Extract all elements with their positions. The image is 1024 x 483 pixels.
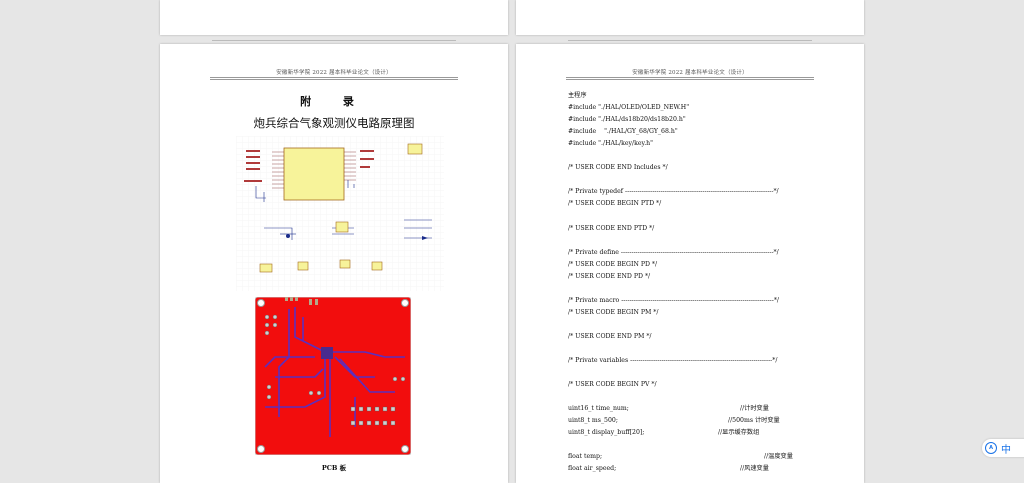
code-text: float temp; xyxy=(568,453,603,461)
code-text: /* USER CODE END PD */ xyxy=(568,272,651,280)
code-text: #include "./HAL/GY_68/GY_68.h" xyxy=(568,128,678,136)
code-text: uint8_t ms_500; xyxy=(568,417,618,425)
code-line: /* USER CODE BEGIN PTD */ xyxy=(568,198,828,210)
code-text: #include "./HAL/key/key.h" xyxy=(568,140,653,148)
code-line: /* USER CODE BEGIN PD */ xyxy=(568,259,828,271)
code-line: #include "./HAL/GY_68/GY_68.h" xyxy=(568,126,828,138)
code-line xyxy=(568,319,828,331)
code-text: /* USER CODE BEGIN PD */ xyxy=(568,260,658,268)
code-comment: //风速变量 xyxy=(740,465,769,473)
code-line: uint8_t ms_500; //500ms 计时变量 xyxy=(568,415,828,427)
code-line: /* Private variables -------------------… xyxy=(568,355,828,367)
code-line xyxy=(568,174,828,186)
translate-icon[interactable]: A xyxy=(985,442,997,454)
code-line xyxy=(568,391,828,403)
code-line xyxy=(568,210,828,222)
code-line: float temp; //温度变量 xyxy=(568,451,828,463)
pcb-board-image xyxy=(255,297,411,455)
previous-page-left xyxy=(160,0,508,41)
code-line: #include "./HAL/OLED/OLED_NEW.H" xyxy=(568,102,828,114)
code-line: 主程序 xyxy=(568,90,828,102)
code-text: float air_speed; xyxy=(568,465,617,473)
code-text: /* USER CODE BEGIN PM */ xyxy=(568,308,659,316)
code-comment: //计时变量 xyxy=(740,405,769,413)
code-text: /* USER CODE END PM */ xyxy=(568,332,652,340)
code-listing: 主程序 #include "./HAL/OLED/OLED_NEW.H" #incl… xyxy=(568,90,828,476)
header-rule xyxy=(566,77,814,80)
code-line: /* Private macro -----------------------… xyxy=(568,295,828,307)
code-line xyxy=(568,367,828,379)
code-line: float air_speed; //风速变量 xyxy=(568,463,828,475)
running-header: 安徽新华学院 2022 届本科毕业论文（设计） xyxy=(632,70,748,76)
code-text: /* Private macro -----------------------… xyxy=(568,296,780,304)
code-line: /* Private typedef ---------------------… xyxy=(568,186,828,198)
code-text: 主程序 xyxy=(568,92,587,99)
figure-title: 炮兵综合气象观测仪电路原理图 xyxy=(253,116,415,130)
code-comment: //显示缓存数组 xyxy=(718,429,760,437)
running-header: 安徽新华学院 2022 届本科毕业论文（设计） xyxy=(276,70,392,76)
code-text: /* USER CODE BEGIN PV */ xyxy=(568,381,657,389)
code-line: #include "./HAL/ds18b20/ds18b20.h" xyxy=(568,114,828,126)
code-line: /* Private define ----------------------… xyxy=(568,247,828,259)
appendix-title: 附 录 xyxy=(300,95,368,108)
code-line: uint16_t time_num; //计时变量 xyxy=(568,403,828,415)
code-line xyxy=(568,283,828,295)
code-text: /* Private define ----------------------… xyxy=(568,248,779,256)
code-line: /* USER CODE END PM */ xyxy=(568,331,828,343)
code-line xyxy=(568,150,828,162)
translate-widget[interactable]: A 中 xyxy=(982,439,1024,457)
pcb-caption: PCB 板 xyxy=(321,464,347,472)
document-page-right: 安徽新华学院 2022 届本科毕业论文（设计） 主程序 #include "./H… xyxy=(516,44,864,483)
header-rule xyxy=(210,77,458,80)
code-text: uint8_t display_buff[20]; xyxy=(568,429,645,437)
code-line: uint8_t display_buff[20]; //显示缓存数组 xyxy=(568,427,828,439)
code-line xyxy=(568,439,828,451)
code-line: /* USER CODE BEGIN PM */ xyxy=(568,307,828,319)
code-text: /* USER CODE BEGIN PTD */ xyxy=(568,200,662,208)
code-line: /* USER CODE END PD */ xyxy=(568,271,828,283)
code-text: #include "./HAL/ds18b20/ds18b20.h" xyxy=(568,116,686,124)
code-line: /* USER CODE END Includes */ xyxy=(568,162,828,174)
code-comment: //500ms 计时变量 xyxy=(728,417,780,425)
code-text: /* Private typedef ---------------------… xyxy=(568,188,779,196)
code-text: #include "./HAL/OLED/OLED_NEW.H" xyxy=(568,104,690,112)
code-line xyxy=(568,235,828,247)
document-page-left: 安徽新华学院 2022 届本科毕业论文（设计） 附 录 炮兵综合气象观测仪电路原… xyxy=(160,44,508,483)
code-line: /* USER CODE BEGIN PV */ xyxy=(568,379,828,391)
circuit-schematic-image xyxy=(236,136,444,291)
code-text: /* USER CODE END PTD */ xyxy=(568,224,655,232)
code-line xyxy=(568,343,828,355)
translate-language-label[interactable]: 中 xyxy=(1001,444,1011,456)
code-text: /* Private variables -------------------… xyxy=(568,357,778,365)
code-text: /* USER CODE END Includes */ xyxy=(568,164,668,172)
code-line: #include "./HAL/key/key.h" xyxy=(568,138,828,150)
code-comment: //温度变量 xyxy=(764,453,793,461)
previous-page-right xyxy=(516,0,864,41)
code-text: uint16_t time_num; xyxy=(568,405,629,413)
code-line: /* USER CODE END PTD */ xyxy=(568,223,828,235)
